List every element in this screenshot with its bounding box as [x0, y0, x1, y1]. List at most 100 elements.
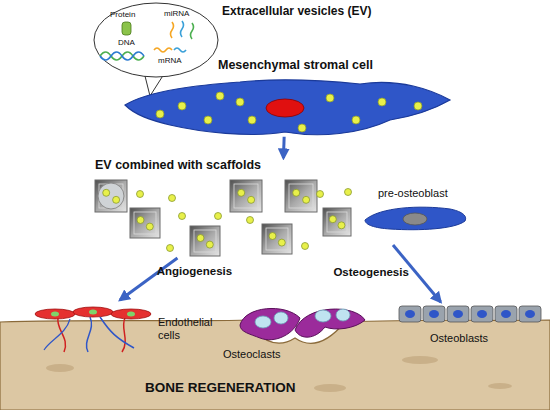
illustration-part: [477, 310, 487, 318]
illustration-part: [266, 99, 304, 117]
illustration-part: [178, 102, 186, 110]
illustration-part: [303, 196, 310, 203]
illustration-part: [95, 180, 127, 212]
illustration-part: [266, 228, 288, 250]
illustration-part: [403, 213, 427, 225]
illustration-part: [73, 307, 113, 317]
illustration-part: [295, 309, 365, 337]
scaffold-group: EV combined with scaffolds: [90, 158, 355, 258]
illustration-part: [298, 124, 306, 132]
illustration-part: [191, 23, 194, 39]
illustration-part: [488, 383, 512, 389]
illustration-part: [46, 364, 74, 372]
bone-band: BONE REGENERATION Endothelial cellsOsteoc…: [0, 298, 550, 410]
illustration-part: [495, 306, 517, 322]
illustration-part: [125, 80, 450, 135]
process-label: Angiogenesis: [157, 265, 232, 278]
illustration-part: [122, 22, 131, 35]
illustration-part: [137, 191, 144, 198]
illustration-part: [471, 306, 493, 322]
illustration-part: [405, 310, 415, 318]
flow-arrow: [120, 258, 177, 300]
illustration-part: [134, 212, 156, 234]
osteoblast-cells: Osteoblasts: [395, 302, 547, 358]
heading-label: Extracellular vesicles (EV): [222, 5, 371, 19]
illustration-part: [289, 184, 313, 208]
illustration-part: [329, 216, 336, 223]
illustration-part: [323, 208, 351, 236]
illustration-part: [127, 312, 135, 317]
illustration-part: [278, 239, 285, 246]
illustration-part: [181, 21, 184, 37]
illustration-part: [154, 48, 172, 52]
illustration-part: [122, 318, 125, 352]
cargo-label: DNA: [118, 38, 148, 47]
illustration-part: [179, 213, 186, 220]
illustration-part: [378, 98, 386, 106]
illustration-part: [285, 180, 317, 212]
illustration-part: [89, 310, 97, 315]
illustration-part: [100, 317, 134, 348]
illustration-part: [230, 180, 262, 212]
illustration-part: [315, 310, 331, 322]
illustration-part: [156, 110, 164, 118]
illustration-part: [98, 183, 124, 209]
stromal-cell: Mesenchymal stromal cell: [120, 58, 455, 140]
illustration-part: [35, 309, 75, 319]
illustration-part: [103, 189, 110, 196]
cargo-label: mRNA: [158, 56, 198, 65]
illustration-part: [365, 207, 466, 230]
cell-label: Osteoblasts: [430, 332, 530, 345]
cell-label: Osteoclasts: [223, 348, 323, 361]
illustration-part: [194, 230, 216, 252]
illustration-part: [236, 98, 244, 106]
cell-label: Endothelial cells: [158, 316, 224, 341]
illustration-part: [234, 184, 258, 208]
illustration-part: [248, 116, 256, 124]
illustration-part: [137, 217, 144, 224]
illustration-part: [423, 306, 445, 322]
illustration-part: [216, 92, 224, 100]
pre-osteoblast-cell: pre-osteoblast: [360, 185, 470, 245]
illustration-part: [238, 189, 245, 196]
illustration-part: [314, 384, 346, 392]
illustration-part: [190, 226, 220, 256]
illustration-part: [44, 319, 70, 350]
endothelial-cells: Endothelial cells: [30, 300, 230, 352]
illustration-part: [327, 212, 347, 232]
illustration-part: [302, 243, 309, 250]
illustration-part: [206, 241, 213, 248]
illustration-part: [215, 213, 222, 220]
illustration-part: [262, 224, 292, 254]
illustration-part: [167, 245, 174, 252]
illustration-part: [130, 208, 160, 238]
illustration-part: [51, 312, 59, 317]
illustration-part: [100, 52, 144, 60]
illustration-part: [525, 310, 535, 318]
illustration-part: [345, 189, 352, 196]
illustration-part: [269, 233, 276, 240]
illustration-part: [338, 222, 345, 229]
illustration-part: [86, 317, 91, 352]
illustration-part: [111, 309, 151, 319]
illustration-part: [293, 189, 300, 196]
illustration-part: [399, 306, 421, 322]
illustration-part: [317, 191, 324, 198]
cargo-label: miRNA: [164, 9, 204, 18]
osteoblast-illustration: [395, 302, 547, 358]
flow-arrow: [282, 137, 286, 158]
illustration-part: [169, 195, 176, 202]
illustration-part: [197, 235, 204, 242]
illustration-part: [99, 184, 123, 208]
cell-label: Mesenchymal stromal cell: [218, 58, 438, 72]
illustration-part: [447, 306, 469, 322]
illustration-part: [274, 312, 288, 324]
illustration-part: [429, 310, 439, 318]
process-label: Osteogenesis: [333, 266, 408, 279]
illustration-part: [336, 309, 350, 321]
illustration-part: [453, 310, 463, 318]
illustration-part: [171, 22, 174, 38]
illustration-part: [204, 116, 212, 124]
band-label: BONE REGENERATION: [145, 380, 385, 396]
